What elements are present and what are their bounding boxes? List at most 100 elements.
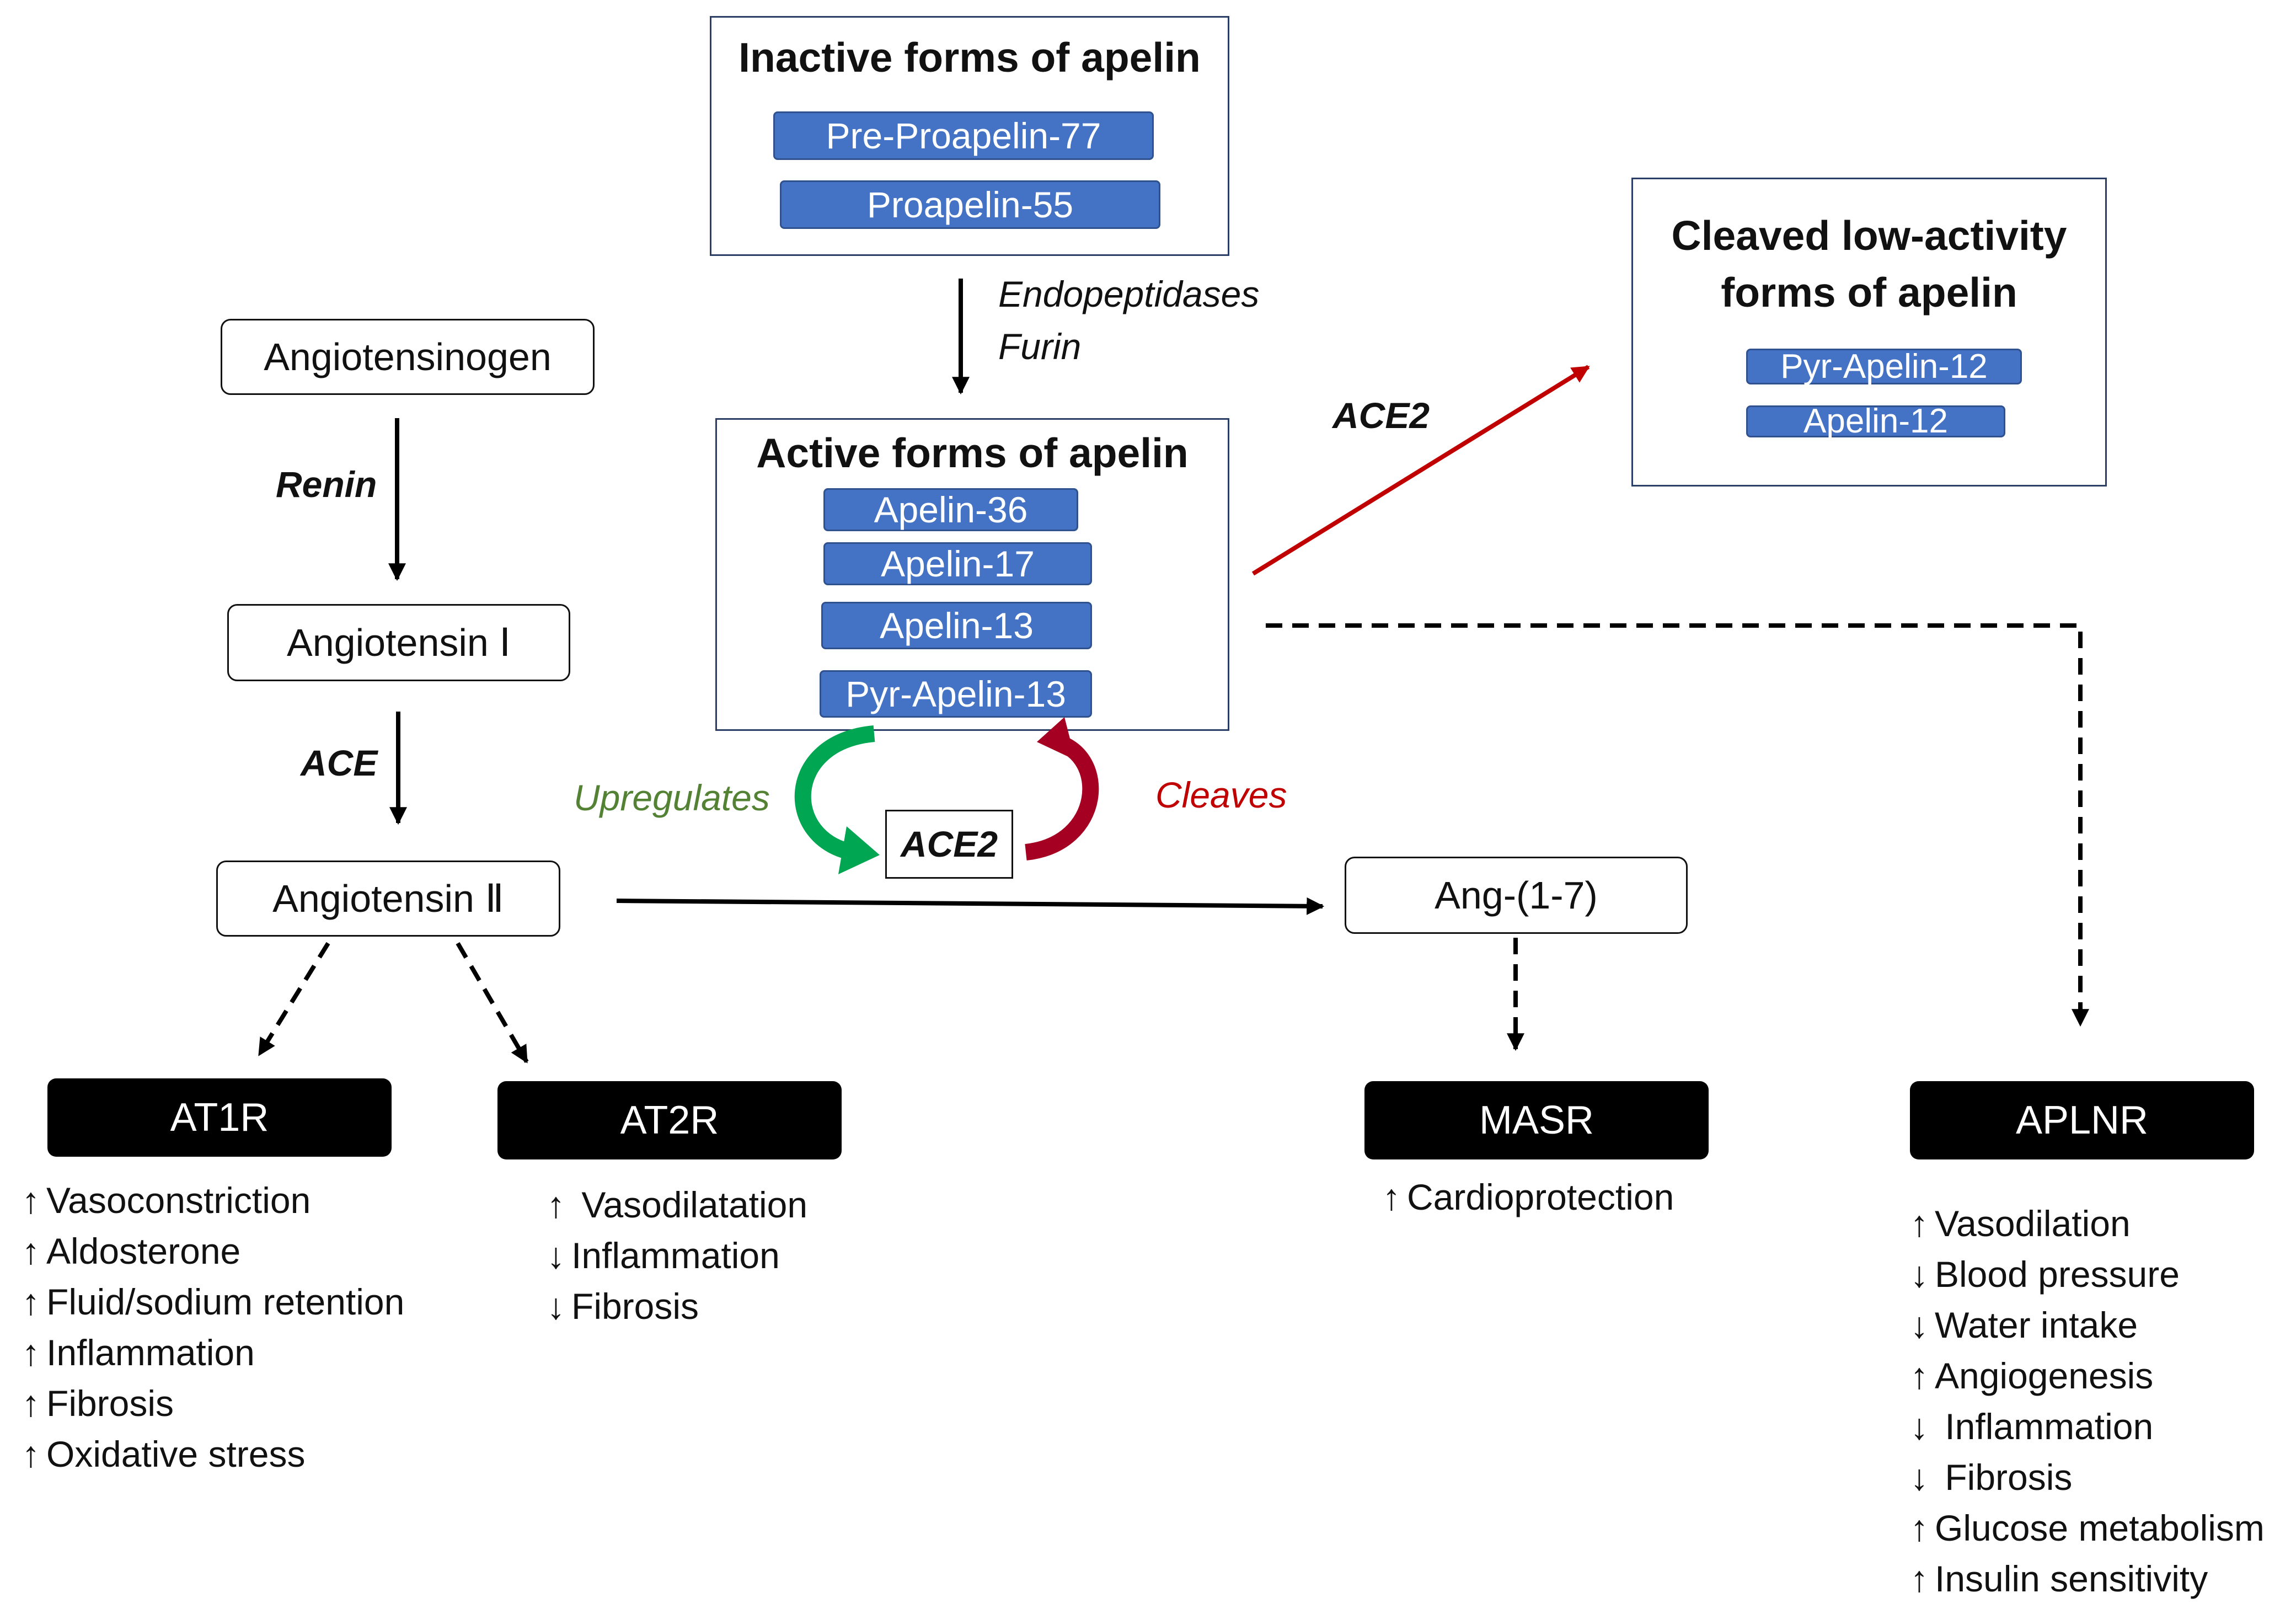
effect-text: Water intake [1935,1305,2138,1345]
up-arrow-icon: ↑ [1910,1355,1929,1396]
down-arrow-icon: ↓ [1910,1305,1929,1345]
effect-item: ↓Inflammation [540,1230,807,1281]
angiotensin-2-node: Angiotensin Ⅱ [216,861,560,937]
cleaved-form-pill: Apelin-12 [1746,404,2005,439]
effect-text: Angiogenesis [1935,1355,2154,1396]
furin-label: Furin [998,326,1082,367]
cleaved-forms-box: Cleaved low-activity forms of apelin Pyr… [1631,178,2107,487]
masr-effects-list: ↑Cardioprotection [1376,1172,1674,1222]
ace2-center-box: ACE2 [885,810,1013,879]
cleaves-curved-arrow [1024,734,1099,861]
effect-item: ↑Angiogenesis [1904,1350,2265,1401]
down-arrow-icon: ↓ [547,1286,565,1327]
effect-item: ↑Fluid/sodium retention [15,1276,405,1327]
up-arrow-icon: ↑ [1910,1203,1929,1244]
effect-text: Fibrosis [571,1286,699,1327]
active-form-pill: Apelin-36 [823,488,1078,531]
effect-item: ↓ Fibrosis [1904,1452,2265,1503]
effect-text: Oxidative stress [46,1434,306,1474]
effect-text: Cardioprotection [1407,1177,1674,1217]
angiotensin-1-node: Angiotensin Ⅰ [227,604,570,681]
effect-item: ↑Vasodilation [1904,1198,2265,1249]
at1r-effects-list: ↑Vasoconstriction↑Aldosterone↑Fluid/sodi… [15,1175,405,1479]
endopeptidases-label: Endopeptidases [998,274,1260,314]
effect-text: Vasodilatation [571,1184,808,1225]
effect-text: Inflammation [1935,1406,2154,1447]
effect-item: ↓Fibrosis [540,1281,807,1332]
aplnr-effects-list: ↑Vasodilation↓Blood pressure↓Water intak… [1904,1198,2265,1604]
down-arrow-icon: ↓ [547,1235,565,1276]
apelin-aplnr-dashed-arrow [1266,623,2089,1027]
active-form-pill: Apelin-13 [821,602,1092,649]
up-arrow-icon: ↑ [547,1184,565,1225]
active-form-pill: Apelin-17 [823,542,1092,585]
at2r-effects-list: ↑ Vasodilatation↓Inflammation↓Fibrosis [540,1179,808,1332]
up-arrow-icon: ↑ [22,1383,40,1424]
effect-item: ↑Insulin sensitivity [1904,1553,2265,1604]
effect-item: ↑ Vasodilatation [540,1179,808,1230]
upregulates-arrowhead [838,826,880,874]
down-arrow-icon: ↓ [1910,1254,1929,1295]
effect-text: Inflammation [46,1332,255,1373]
effect-item: ↑Aldosterone [15,1226,404,1276]
up-arrow-icon: ↑ [1910,1508,1929,1548]
effect-item: ↑Oxidative stress [15,1429,404,1479]
up-arrow-icon: ↑ [22,1180,40,1221]
ace-label: ACE [301,742,378,783]
effect-item: ↑Glucose metabolism [1904,1503,2265,1553]
effect-text: Vasoconstriction [46,1180,311,1221]
angiotensinogen-node: Angiotensinogen [221,319,595,395]
masr-receptor: MASR [1364,1081,1709,1159]
ace2-arrow-label: ACE2 [1332,395,1430,436]
inactive-form-pill: Pre-Proapelin-77 [773,111,1154,160]
effect-text: Fibrosis [1935,1457,2073,1498]
ace2-cleavage-arrow [1251,365,1590,576]
effect-text: Fibrosis [46,1383,174,1424]
effect-text: Vasodilation [1935,1203,2131,1244]
cleaved-forms-title-line2: forms of apelin [1721,269,2017,316]
effect-item: ↓Water intake [1904,1300,2265,1350]
effect-text: Fluid/sodium retention [46,1281,405,1322]
effect-item: ↓ Inflammation [1904,1401,2265,1452]
effect-item: ↑Cardioprotection [1376,1172,1674,1222]
aplnr-receptor: APLNR [1910,1081,2254,1159]
at2r-receptor: AT2R [497,1081,842,1159]
effect-text: Glucose metabolism [1935,1508,2265,1548]
upregulates-label: Upregulates [574,777,770,818]
cleaves-label: Cleaves [1155,774,1287,815]
effect-text: Blood pressure [1935,1254,2180,1295]
cleaved-form-pill: Pyr-Apelin-12 [1746,349,2022,384]
up-arrow-icon: ↑ [22,1332,40,1373]
renin-label: Renin [276,464,377,505]
down-arrow-icon: ↓ [1910,1406,1929,1447]
up-arrow-icon: ↑ [1910,1558,1929,1599]
effect-text: Insulin sensitivity [1935,1558,2208,1599]
at1r-receptor: AT1R [47,1078,392,1157]
cleaved-forms-title-line1: Cleaved low-activity [1671,212,2067,259]
up-arrow-icon: ↑ [1382,1177,1401,1217]
effect-text: Inflammation [571,1235,780,1276]
effect-item: ↑Vasoconstriction [15,1175,404,1226]
down-arrow-icon: ↓ [1910,1457,1929,1498]
effect-item: ↑Fibrosis [15,1378,404,1429]
ang2-to-ang17-arrow [616,897,1325,915]
inactive-forms-box: Inactive forms of apelin Pre-Proapelin-7… [710,16,1229,256]
active-form-pill: Pyr-Apelin-13 [820,670,1092,718]
up-arrow-icon: ↑ [22,1281,40,1322]
up-arrow-icon: ↑ [22,1231,40,1271]
up-arrow-icon: ↑ [22,1434,40,1474]
ang2-at2r-dashed-arrow [456,942,529,1063]
inactive-form-pill: Proapelin-55 [780,180,1160,229]
active-forms-box: Active forms of apelin Apelin-36 Apelin-… [715,418,1229,731]
effect-text: Aldosterone [46,1231,241,1271]
ang2-at1r-dashed-arrow [257,942,330,1056]
effect-item: ↑Inflammation [15,1327,404,1378]
cleaves-arrowhead [1037,717,1075,760]
inactive-forms-title: Inactive forms of apelin [738,34,1201,81]
upregulates-curved-arrow [794,725,875,861]
effect-item: ↓Blood pressure [1904,1249,2265,1300]
active-forms-title: Active forms of apelin [756,430,1189,476]
ang-1-7-node: Ang-(1-7) [1345,857,1688,934]
